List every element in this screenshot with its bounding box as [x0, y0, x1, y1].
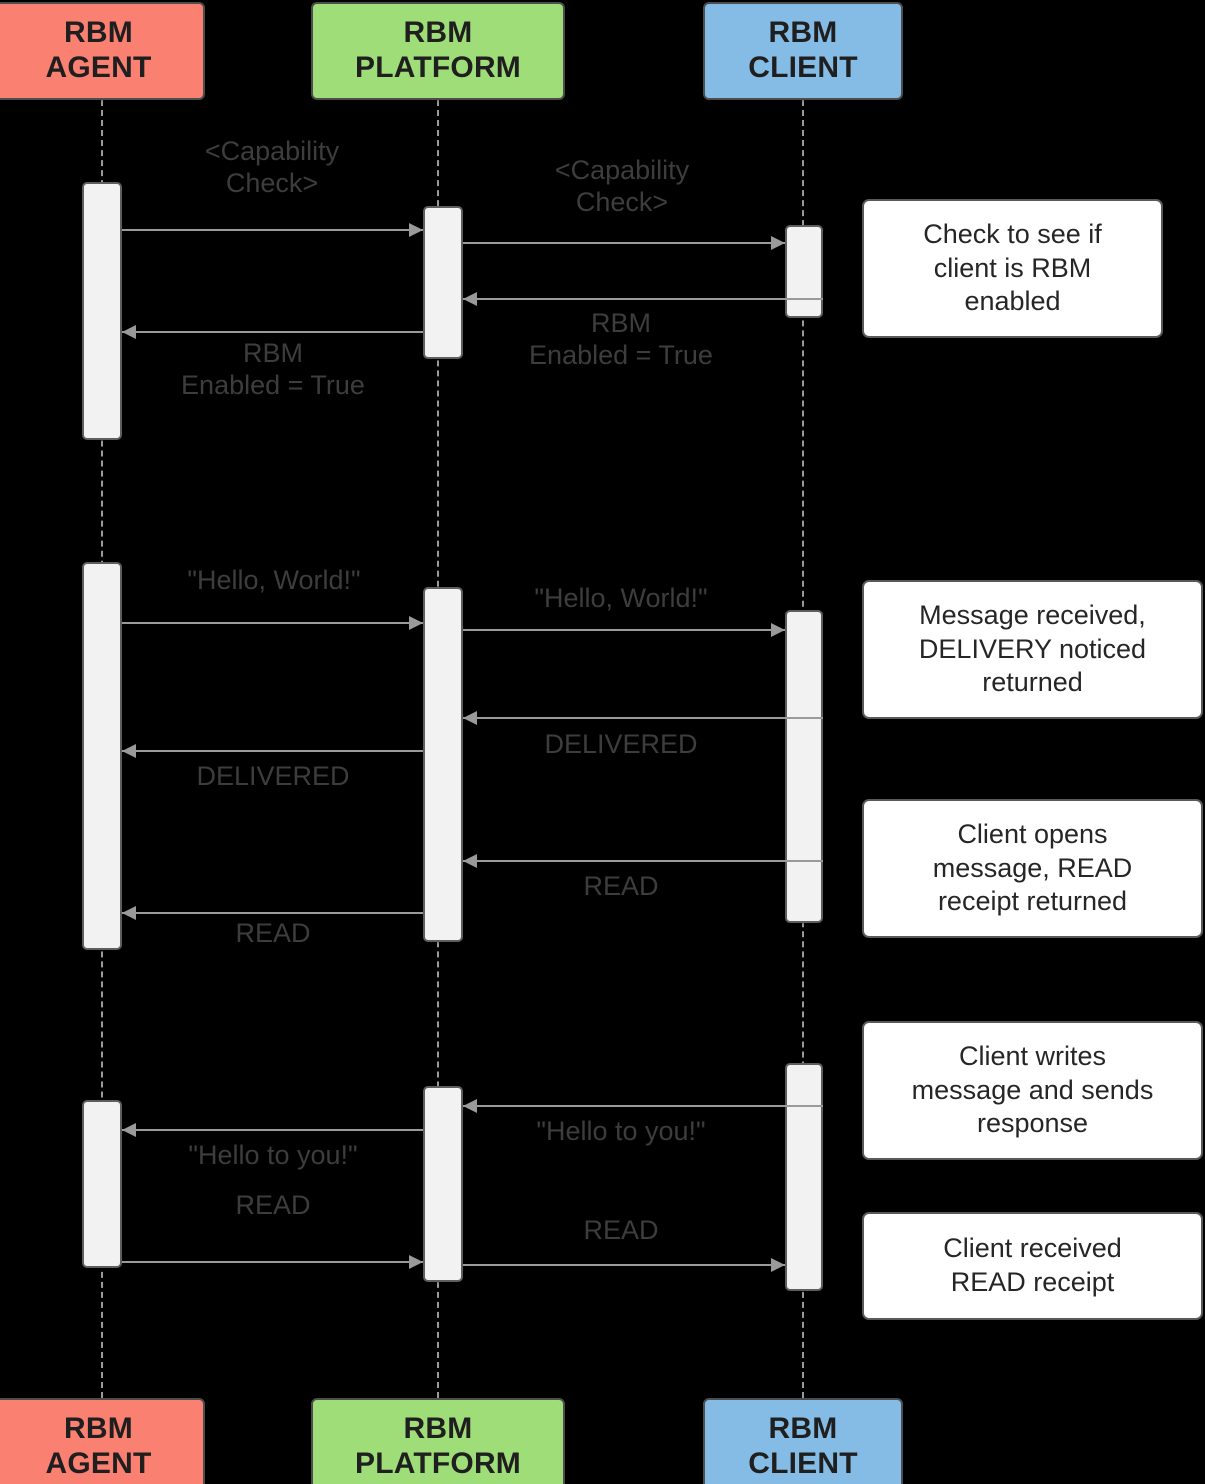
- read-agent-to-platform-line: [122, 1261, 423, 1263]
- participant-label-line1: RBM: [403, 1412, 473, 1446]
- platform-activation-2: [423, 587, 463, 942]
- client-activation-3: [785, 1063, 823, 1291]
- read-agent-to-platform-label: READ: [235, 1190, 311, 1220]
- note-client-opens-message: Client opens message, READ receipt retur…: [862, 799, 1203, 938]
- participant-label-line1: RBM: [768, 1412, 838, 1446]
- platform-activation-3: [423, 1086, 463, 1282]
- read-agent-to-platform-arrowhead: [409, 1255, 423, 1269]
- platform-activation-1: [423, 206, 463, 359]
- note-client-opens-message-text: Client opens message, READ receipt retur…: [932, 818, 1133, 917]
- participant-label-line2: AGENT: [45, 1447, 152, 1480]
- read-platform-to-client-arrowhead: [771, 1258, 785, 1272]
- agent-activation-3: [82, 1100, 122, 1268]
- read-platform-to-client-label: READ: [583, 1215, 659, 1245]
- read-platform-to-agent-label: READ: [235, 918, 311, 948]
- rbm-enabled-platform-to-agent-line: [122, 331, 423, 333]
- capability-check-agent-to-platform-label: <Capability Check>: [204, 136, 340, 198]
- hello-world-agent-to-platform-arrowhead: [409, 616, 423, 630]
- note-client-writes-message-text: Client writes message and sends response: [911, 1040, 1154, 1139]
- participant-label-line2: CLIENT: [748, 1447, 858, 1480]
- agent-activation-2: [82, 562, 122, 950]
- participant-label-line1: RBM: [768, 16, 838, 50]
- participant-label-line1: RBM: [64, 1412, 133, 1446]
- read-client-to-platform-arrowhead: [463, 854, 477, 868]
- capability-check-platform-to-client-arrowhead: [771, 236, 785, 250]
- participant-label-line2: PLATFORM: [354, 1447, 521, 1480]
- note-client-writes-message: Client writes message and sends response: [862, 1021, 1203, 1160]
- hello-to-you-client-to-platform-arrowhead: [463, 1099, 477, 1113]
- hello-to-you-platform-to-agent-line: [122, 1129, 423, 1131]
- agent-activation-1: [82, 182, 122, 440]
- read-platform-to-agent-line: [122, 912, 423, 914]
- read-platform-to-agent-arrowhead: [122, 906, 136, 920]
- rbm-enabled-client-to-platform-arrowhead: [463, 292, 477, 306]
- client-activation-2: [785, 610, 823, 923]
- capability-check-agent-to-platform-arrowhead: [409, 223, 423, 237]
- rbm-enabled-platform-to-agent-label: RBM Enabled = True: [181, 338, 365, 400]
- hello-to-you-client-to-platform-label: "Hello to you!": [536, 1116, 706, 1146]
- read-client-to-platform-line: [463, 860, 823, 862]
- client-activation-1: [785, 225, 823, 318]
- participant-label-line1: RBM: [403, 16, 473, 50]
- read-platform-to-client-line: [463, 1264, 785, 1266]
- note-message-received: Message received, DELIVERY noticed retur…: [862, 580, 1203, 719]
- capability-check-platform-to-client-line: [463, 242, 785, 244]
- rbm-enabled-client-to-platform-line: [463, 298, 823, 300]
- participant-label-line2: AGENT: [45, 51, 152, 84]
- participant-label-line1: RBM: [64, 16, 133, 50]
- participant-label-line2: PLATFORM: [354, 51, 521, 84]
- rbm-enabled-platform-to-agent-arrowhead: [122, 325, 136, 339]
- hello-to-you-platform-to-agent-label: "Hello to you!": [188, 1140, 358, 1170]
- hello-world-agent-to-platform-label: "Hello, World!": [187, 565, 361, 595]
- delivered-platform-to-agent-arrowhead: [122, 744, 136, 758]
- hello-to-you-client-to-platform-line: [463, 1105, 823, 1107]
- delivered-client-to-platform-line: [463, 717, 823, 719]
- note-client-received-read-text: Client received READ receipt: [943, 1233, 1122, 1297]
- hello-world-platform-to-client-arrowhead: [771, 623, 785, 637]
- delivered-client-to-platform-label: DELIVERED: [544, 729, 698, 759]
- read-client-to-platform-label: READ: [583, 871, 659, 901]
- note-capability-check-text: Check to see if client is RBM enabled: [923, 218, 1102, 317]
- delivered-client-to-platform-arrowhead: [463, 711, 477, 725]
- note-capability-check: Check to see if client is RBM enabled: [862, 199, 1163, 338]
- capability-check-agent-to-platform-line: [122, 229, 423, 231]
- delivered-platform-to-agent-line: [122, 750, 423, 752]
- hello-world-platform-to-client-label: "Hello, World!": [534, 583, 708, 613]
- hello-world-agent-to-platform-line: [122, 622, 423, 624]
- participant-label-line2: CLIENT: [748, 51, 858, 84]
- hello-to-you-platform-to-agent-arrowhead: [122, 1123, 136, 1137]
- rbm-enabled-client-to-platform-label: RBM Enabled = True: [529, 308, 713, 370]
- capability-check-platform-to-client-label: <Capability Check>: [554, 155, 690, 217]
- hello-world-platform-to-client-line: [463, 629, 785, 631]
- delivered-platform-to-agent-label: DELIVERED: [196, 761, 350, 791]
- note-client-received-read: Client received READ receipt: [862, 1212, 1203, 1320]
- note-message-received-text: Message received, DELIVERY noticed retur…: [918, 599, 1147, 698]
